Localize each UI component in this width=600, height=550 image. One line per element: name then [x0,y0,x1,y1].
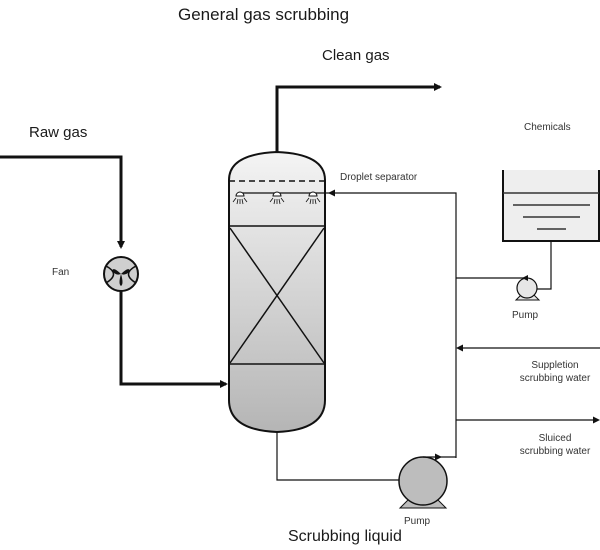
sluiced-label-line1: Sluiced [538,433,572,444]
recirculation-line [328,189,457,458]
clean-gas-line [275,83,442,152]
nozzle-icon [269,191,285,205]
scrubbing-liquid-label: Scrubbing liquid [288,528,402,545]
packed-bed [229,227,325,364]
chemicals-pump-label: Pump [512,310,539,321]
suppletion-label-line1: Suppletion [531,360,579,371]
droplet-separator-label: Droplet separator [340,172,418,183]
fan-icon [103,256,139,292]
nozzle-icon [305,191,321,205]
spray-nozzles [232,191,330,205]
raw-gas-label: Raw gas [29,124,88,141]
main-pump-icon [398,456,448,509]
chemicals-pump-icon [514,277,541,301]
main-pump-label: Pump [404,516,431,527]
chemicals-pump-outlet-line [456,275,528,281]
clean-gas-label: Clean gas [322,47,390,64]
fan-to-column-line [119,291,228,388]
suppletion-label: Suppletion scrubbing water [510,359,600,385]
sluiced-label: Sluiced scrubbing water [510,432,600,458]
suppletion-label-line2: scrubbing water [519,373,591,384]
column-to-pump-line [276,432,422,484]
sluiced-label-line2: scrubbing water [519,446,591,457]
raw-gas-line [0,155,125,249]
nozzle-icon [232,191,248,205]
chemicals-label: Chemicals [524,122,571,133]
chemicals-tank [502,170,600,242]
diagram-title: General gas scrubbing [178,5,350,24]
fan-label: Fan [52,267,70,278]
scrubber-column [228,150,326,434]
